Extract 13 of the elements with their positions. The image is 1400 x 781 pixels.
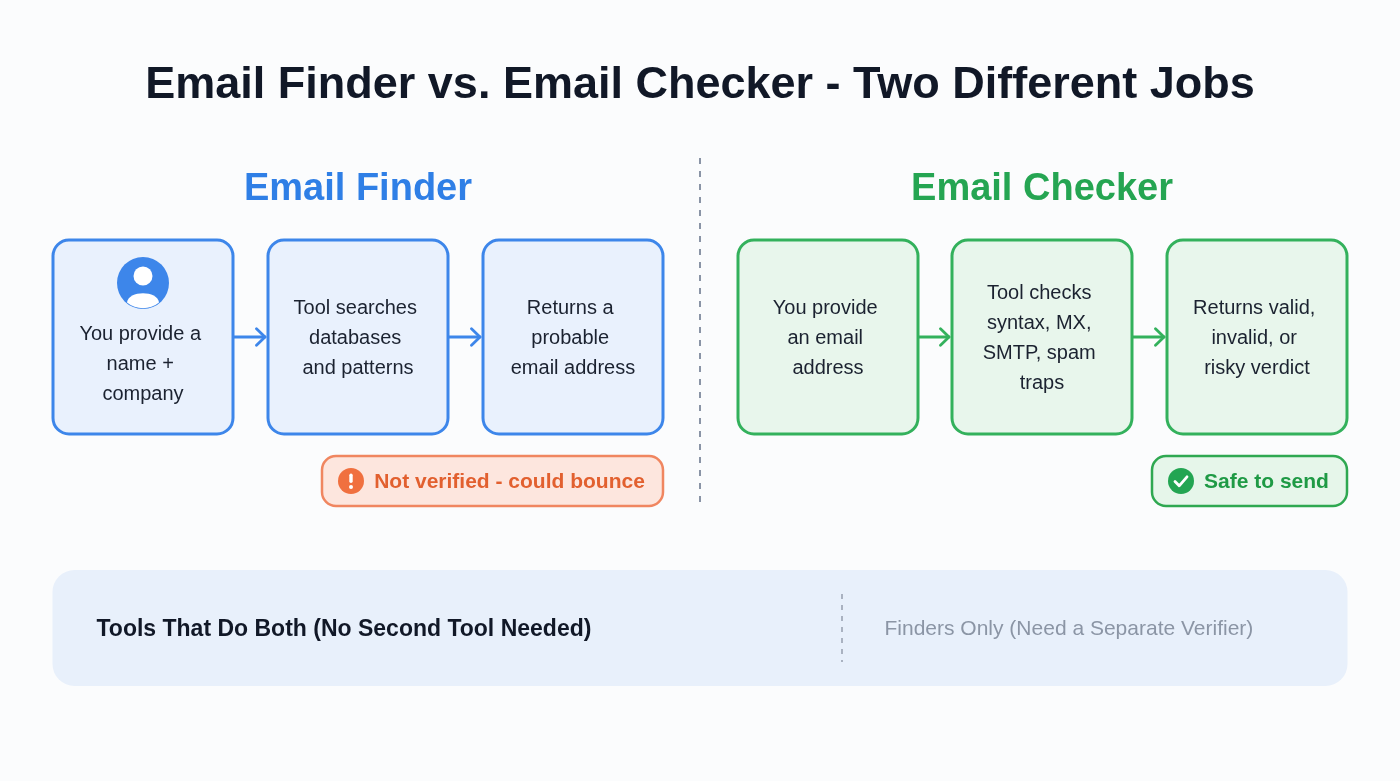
step-text: Returns a probable email address <box>509 295 637 380</box>
step-text: Tool searches databases and patterns <box>292 295 418 380</box>
section-heading: Email Checker <box>911 165 1173 210</box>
section-heading: Email Finder <box>243 165 473 210</box>
step-text: You provide an email address <box>771 295 879 380</box>
status-text: Not verified - could bounce <box>374 468 645 494</box>
title: Email Finder vs. Email Checker - Two Different Jobs <box>145 56 1255 110</box>
step-text: Tool checks syntax, MX, SMTP, spam traps <box>981 280 1097 395</box>
panel-heading: Tools That Do Both (No Second Tool Needed) <box>96 614 592 643</box>
status-text: Safe to send <box>1204 468 1329 494</box>
step-text: Returns valid, invalid, or risky verdict <box>1192 295 1317 380</box>
step-text: You provide a name + company <box>78 321 202 406</box>
panel-heading: Finders Only (Need a Separate Verifier) <box>884 615 1254 641</box>
